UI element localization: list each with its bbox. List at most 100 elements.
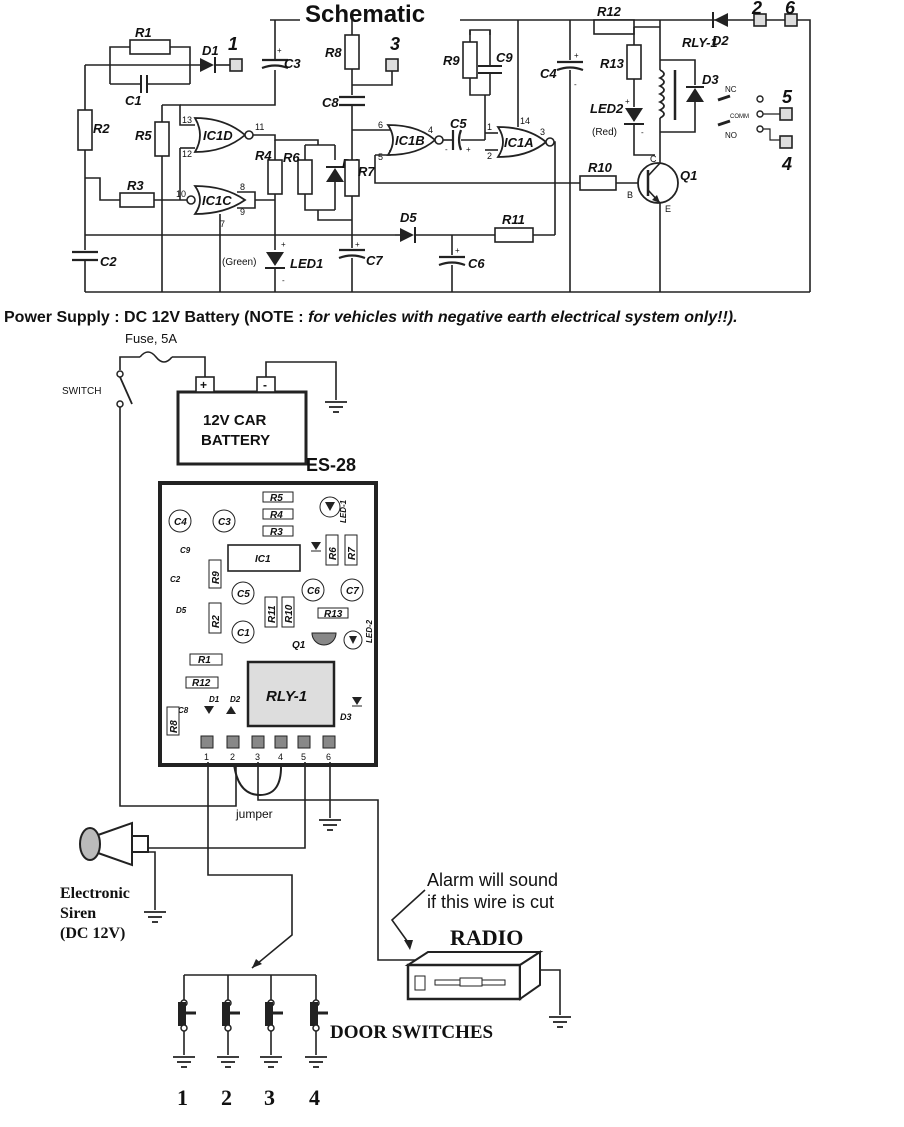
terminal-2-pad[interactable] bbox=[753, 13, 767, 27]
fuse-label: Fuse, 5A bbox=[125, 331, 177, 346]
door-switches-label: DOOR SWITCHES bbox=[330, 1022, 493, 1043]
r7-resistor bbox=[344, 159, 360, 197]
svg-text:+: + bbox=[281, 240, 286, 249]
pcb-r8: R8 bbox=[169, 720, 180, 733]
c5-label: C5 bbox=[450, 116, 467, 131]
terminal-2-label: 2 bbox=[751, 0, 762, 18]
ic1b-pin6: 6 bbox=[378, 120, 383, 130]
r11-label: R11 bbox=[502, 212, 525, 227]
pcb-r1: R1 bbox=[198, 655, 211, 666]
r12-label: R12 bbox=[597, 4, 622, 19]
terminal-5-pad[interactable] bbox=[779, 107, 793, 121]
door-number-3: 3 bbox=[264, 1085, 275, 1110]
board-components: R5 R4 R3 LED-1 C4 C3 IC1 R6 R7 C9 R9 C2 … bbox=[166, 491, 374, 736]
terminal-4-label: 4 bbox=[781, 154, 792, 174]
ic1d-label: IC1D bbox=[203, 128, 233, 143]
d3-diode bbox=[686, 88, 704, 102]
battery-line2: BATTERY bbox=[201, 432, 270, 449]
battery-plus-terminal bbox=[195, 376, 215, 393]
terminal-1-pad[interactable] bbox=[229, 58, 243, 72]
r3-label: R3 bbox=[127, 178, 144, 193]
board-ground bbox=[318, 819, 342, 831]
pcb-c6: C6 bbox=[307, 586, 320, 597]
d5-label: D5 bbox=[400, 210, 417, 225]
q1-pin-e: E bbox=[665, 204, 671, 214]
pcb-r2: R2 bbox=[211, 615, 222, 628]
ic1c-pin7: 7 bbox=[220, 219, 225, 229]
power-note-italic: for vehicles with negative earth electri… bbox=[308, 309, 737, 326]
svg-text:+: + bbox=[277, 46, 282, 55]
fuse bbox=[139, 351, 173, 363]
door-number-1: 1 bbox=[177, 1085, 188, 1110]
rly1-label: RLY-1 bbox=[682, 35, 718, 50]
r5-label: R5 bbox=[135, 128, 152, 143]
svg-text:+: + bbox=[466, 145, 471, 154]
svg-text:+: + bbox=[625, 97, 630, 106]
pad-2-label: 2 bbox=[230, 752, 235, 762]
pcb-c2: C2 bbox=[170, 575, 181, 584]
pad-1-label: 1 bbox=[204, 752, 209, 762]
ic1a-pin1: 1 bbox=[487, 122, 492, 132]
r7-label: R7 bbox=[358, 164, 375, 179]
led2-label: LED2 bbox=[590, 101, 624, 116]
r8-resistor bbox=[344, 34, 360, 70]
ic1b-label: IC1B bbox=[395, 133, 425, 148]
led1 bbox=[266, 252, 284, 266]
ic1d-gate bbox=[193, 117, 247, 153]
contact-comm-label: COMM bbox=[730, 114, 749, 120]
power-note-prefix: Power Supply : DC 12V Battery (NOTE : bbox=[4, 309, 308, 326]
battery-ground bbox=[324, 401, 348, 413]
siren-line3: (DC 12V) bbox=[60, 925, 125, 942]
c8-label: C8 bbox=[322, 95, 339, 110]
pcb-c4: C4 bbox=[174, 517, 187, 528]
door-switches bbox=[172, 974, 328, 1068]
ic1d-pin13: 13 bbox=[182, 115, 192, 125]
pcb-r5: R5 bbox=[270, 493, 283, 504]
svg-text:+: + bbox=[355, 240, 360, 249]
schematic-title: Schematic bbox=[305, 1, 425, 28]
contact-nc-label: NC bbox=[725, 85, 737, 94]
ic1d-pin12: 12 bbox=[182, 149, 192, 159]
d2-diode bbox=[714, 13, 728, 27]
terminal-1-label: 1 bbox=[228, 34, 238, 54]
pad-4[interactable] bbox=[274, 735, 288, 749]
r2-resistor bbox=[77, 109, 93, 151]
r13-label: R13 bbox=[600, 56, 625, 71]
pad-2[interactable] bbox=[226, 735, 240, 749]
r6-resistor bbox=[297, 159, 313, 195]
door-switch-4 bbox=[304, 999, 328, 1068]
ic1c-pin10: 10 bbox=[176, 189, 186, 199]
c2-label: C2 bbox=[100, 254, 117, 269]
terminal-6-pad[interactable] bbox=[784, 13, 798, 27]
alarm-note-line1: Alarm will sound bbox=[427, 870, 558, 890]
pcb-r13: R13 bbox=[324, 609, 343, 620]
pad-5[interactable] bbox=[297, 735, 311, 749]
pad-6-label: 6 bbox=[326, 752, 331, 762]
pcb-c7: C7 bbox=[346, 586, 359, 597]
ic1b-gate bbox=[386, 124, 437, 156]
car-radio bbox=[404, 950, 572, 1028]
r3-resistor bbox=[119, 192, 155, 208]
r6-label: R6 bbox=[283, 150, 300, 165]
pcb-c5: C5 bbox=[237, 589, 250, 600]
ic1a-pin3: 3 bbox=[540, 127, 545, 137]
r8-label: R8 bbox=[325, 45, 342, 60]
led1-color: (Green) bbox=[222, 257, 256, 268]
pcb-ic1: IC1 bbox=[255, 554, 271, 565]
pad-6[interactable] bbox=[322, 735, 336, 749]
terminal-4-pad[interactable] bbox=[779, 135, 793, 149]
d4-diode bbox=[326, 168, 344, 182]
q1-label: Q1 bbox=[680, 168, 697, 183]
door-number-2: 2 bbox=[221, 1085, 232, 1110]
pad-3[interactable] bbox=[251, 735, 265, 749]
battery-minus-label: - bbox=[263, 378, 267, 392]
pcb-r11: R11 bbox=[267, 605, 278, 623]
pad-1[interactable] bbox=[200, 735, 214, 749]
siren-line1: Electronic bbox=[60, 885, 130, 902]
pcb-led2: LED-2 bbox=[365, 619, 374, 643]
electronic-siren bbox=[79, 821, 167, 923]
pcb-r3: R3 bbox=[270, 527, 283, 538]
d2-label: D2 bbox=[712, 33, 729, 48]
terminal-3-pad[interactable] bbox=[385, 58, 399, 72]
